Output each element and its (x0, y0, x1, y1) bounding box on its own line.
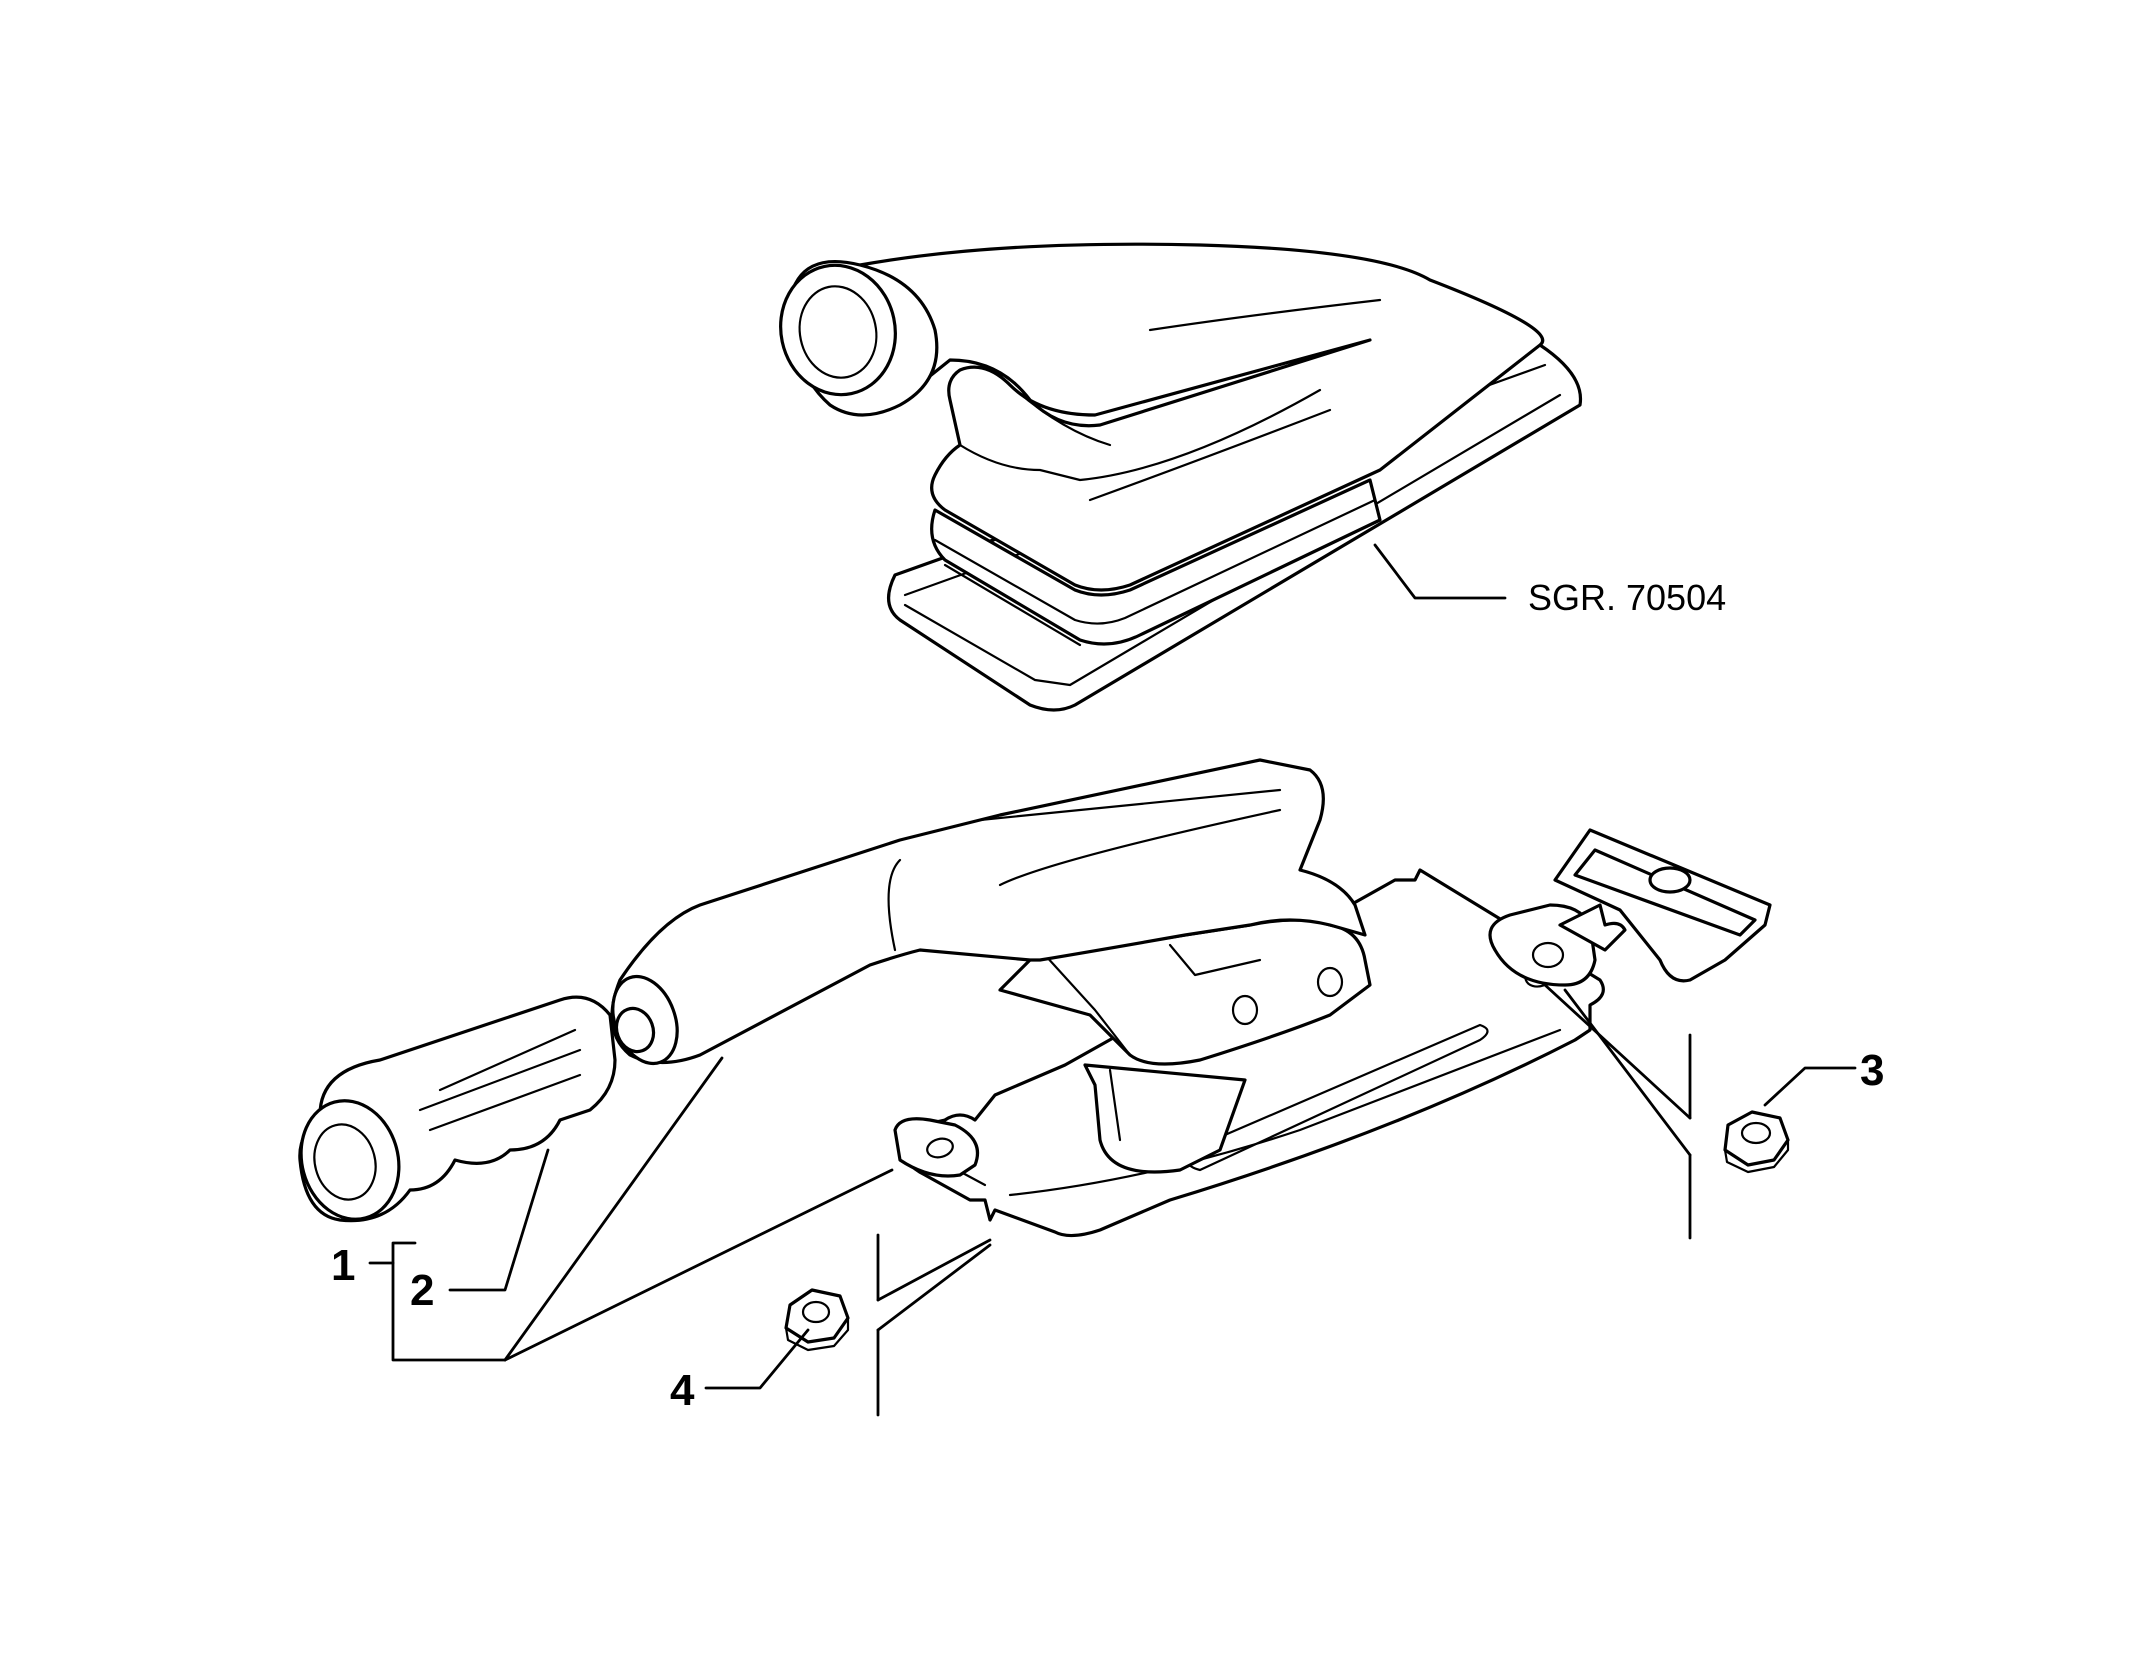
callout-3: 3 (1860, 1046, 1884, 1095)
callout-1: 1 (331, 1241, 355, 1290)
nut-item-4 (784, 1288, 850, 1352)
boot-reference-label: SGR. 70504 (1528, 577, 1726, 618)
nut-item-3 (1723, 1110, 1790, 1174)
leader-lines (368, 983, 1857, 1417)
parking-brake-lever (610, 758, 1372, 1174)
lever-grip (298, 995, 617, 1223)
callout-4: 4 (670, 1366, 695, 1415)
cable-clamp (1553, 828, 1772, 983)
lever-boot-cover (779, 242, 1583, 712)
boot-reference-leader (1373, 543, 1507, 600)
callout-2: 2 (410, 1266, 434, 1315)
